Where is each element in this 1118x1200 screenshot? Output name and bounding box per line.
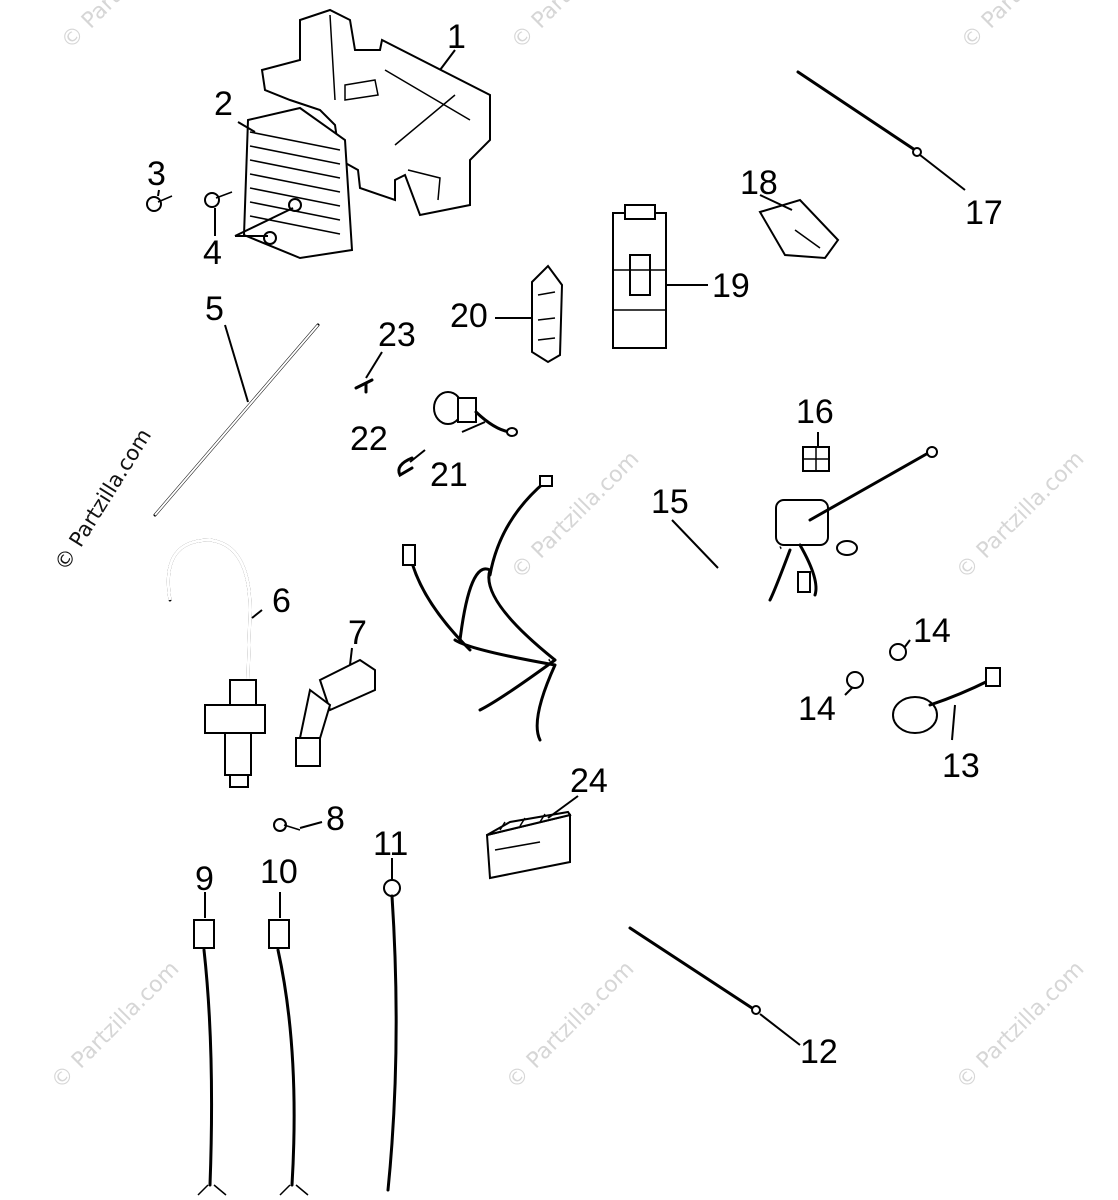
- part-8-bolt: [273, 818, 301, 832]
- callout-15: 15: [651, 483, 689, 521]
- callout-11: 11: [373, 825, 408, 863]
- leader-lines: [157, 49, 966, 1046]
- side-watermark: © Partzilla.com: [50, 424, 156, 574]
- callout-3: 3: [147, 155, 166, 193]
- callout-1: 1: [447, 18, 466, 56]
- callout-4: 4: [203, 234, 222, 272]
- watermark-tile: © Partzilla.com: [47, 957, 185, 1095]
- part-11-ground-strap: [383, 879, 401, 1192]
- callout-21: 21: [430, 456, 468, 494]
- watermark-tile: © Partzilla.com: [502, 957, 640, 1095]
- part-14-nuts: [846, 643, 907, 689]
- callout-14: 14: [913, 612, 951, 650]
- part-9-socket: [193, 919, 227, 1196]
- callout-22: 22: [350, 420, 388, 458]
- callout-19: 19: [712, 267, 750, 305]
- watermark-tile: © Partzilla.com: [952, 957, 1090, 1095]
- part-17-cable-tie: [796, 70, 922, 157]
- part-13-relay: [892, 667, 1001, 734]
- callout-8: 8: [326, 800, 345, 838]
- watermark-tile: © Partzilla.com: [507, 0, 645, 54]
- part-19-starter-relay: [612, 204, 667, 349]
- part-22-clip: [397, 456, 414, 478]
- watermark-tile: © Partzilla.com: [957, 0, 1095, 54]
- callout-24: 24: [570, 762, 608, 800]
- part-3-bolt: [146, 195, 173, 212]
- callout-14: 14: [798, 690, 836, 728]
- callout-20: 20: [450, 297, 488, 335]
- part-10-socket: [268, 919, 309, 1196]
- callout-18: 18: [740, 164, 778, 202]
- watermark-tile: © Partzilla.com: [952, 447, 1090, 585]
- part-7-plug-cap: [295, 658, 376, 767]
- part-24-battery: [485, 810, 572, 880]
- part-5-tube: [153, 323, 320, 517]
- callout-12: 12: [800, 1033, 838, 1071]
- callout-13: 13: [942, 747, 980, 785]
- part-1-bracket: [260, 8, 491, 217]
- callout-6: 6: [272, 582, 291, 620]
- callout-5: 5: [205, 290, 224, 328]
- callout-23: 23: [378, 316, 416, 354]
- watermark-tile: © Partzilla.com: [57, 0, 195, 54]
- part-18-fuse-holder: [758, 198, 840, 260]
- part-16-connector: [802, 446, 830, 472]
- callout-16: 16: [796, 393, 834, 431]
- callout-17: 17: [965, 194, 1003, 232]
- callout-10: 10: [260, 853, 298, 891]
- part-15-wiring-harness: [402, 446, 938, 742]
- part-21-sensor: [433, 391, 518, 437]
- part-6-ignition-coil: [166, 538, 266, 788]
- callout-2: 2: [214, 85, 233, 123]
- part-12-cable-tie: [628, 926, 761, 1015]
- part-23-clip: [354, 378, 374, 394]
- callouts: 1 2 3 4 5 6 7 8 9 10 11 12 13 14 14 15 1…: [147, 18, 1003, 1071]
- callout-7: 7: [348, 614, 367, 652]
- watermark-tile: © Partzilla.com: [507, 447, 645, 585]
- part-20-switch: [531, 264, 564, 364]
- callout-9: 9: [195, 860, 214, 898]
